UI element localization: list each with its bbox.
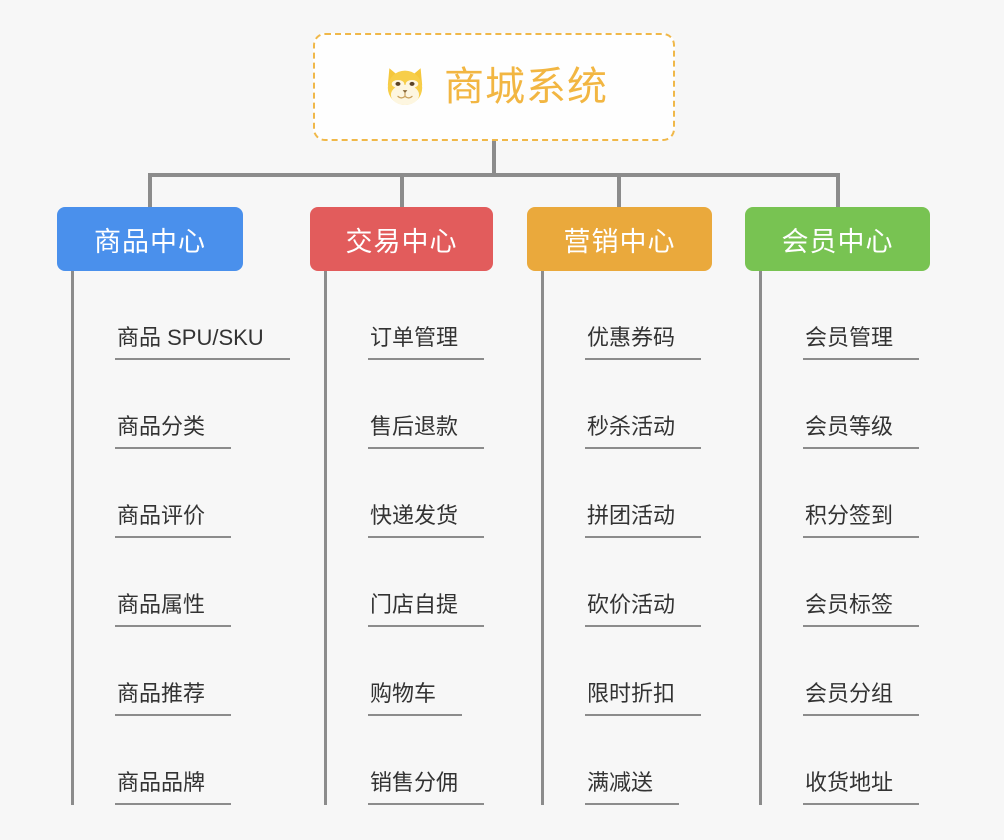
leaf-item-label: 商品属性 <box>115 594 232 627</box>
category-label: 会员中心 <box>781 226 894 257</box>
leaf-item-label: 会员标签 <box>803 594 920 627</box>
leaf-item[interactable]: 会员标签 <box>759 538 920 627</box>
leaf-item-label: 商品推荐 <box>115 683 232 716</box>
leaf-item-label: 订单管理 <box>368 327 485 360</box>
leaf-item[interactable]: 商品属性 <box>71 538 290 627</box>
leaf-item[interactable]: 商品品牌 <box>71 716 290 805</box>
leaf-item[interactable]: 商品分类 <box>71 360 290 449</box>
leaf-column-4: 会员管理会员等级积分签到会员标签会员分组收货地址 <box>759 271 920 805</box>
leaf-item-label: 销售分佣 <box>368 772 485 805</box>
leaf-item[interactable]: 满减送 <box>541 716 701 805</box>
leaf-item-label: 满减送 <box>585 772 680 805</box>
category-box-4[interactable]: 会员中心 <box>745 207 930 271</box>
leaf-item-label: 售后退款 <box>368 416 485 449</box>
leaf-item[interactable]: 会员等级 <box>759 360 920 449</box>
leaf-item-label: 购物车 <box>368 683 463 716</box>
connector-branch-1 <box>148 173 152 207</box>
leaf-item[interactable]: 商品推荐 <box>71 627 290 716</box>
leaf-trunk <box>759 271 762 805</box>
leaf-item[interactable]: 会员分组 <box>759 627 920 716</box>
leaf-item-label: 秒杀活动 <box>585 416 702 449</box>
category-label: 营销中心 <box>563 226 676 257</box>
leaf-item-label: 优惠券码 <box>585 327 702 360</box>
leaf-item[interactable]: 销售分佣 <box>324 716 485 805</box>
leaf-item[interactable]: 限时折扣 <box>541 627 702 716</box>
leaf-item[interactable]: 积分签到 <box>759 449 920 538</box>
leaf-item[interactable]: 购物车 <box>324 627 484 716</box>
leaf-item[interactable]: 门店自提 <box>324 538 485 627</box>
leaf-item[interactable]: 商品 SPU/SKU <box>71 271 290 360</box>
category-label: 交易中心 <box>345 226 458 257</box>
leaf-item-label: 门店自提 <box>368 594 485 627</box>
leaf-item[interactable]: 商品评价 <box>71 449 290 538</box>
leaf-item-label: 商品评价 <box>115 505 232 538</box>
leaf-item-label: 会员等级 <box>803 416 920 449</box>
root-title: 商城系统 <box>444 65 608 109</box>
leaf-item-label: 商品分类 <box>115 416 232 449</box>
connector-root-stem <box>492 141 496 175</box>
leaf-item-label: 商品品牌 <box>115 772 232 805</box>
category-label: 商品中心 <box>94 226 206 257</box>
leaf-trunk <box>324 271 327 805</box>
leaf-item-label: 会员分组 <box>803 683 920 716</box>
category-box-1[interactable]: 商品中心 <box>57 207 243 271</box>
leaf-item[interactable]: 优惠券码 <box>541 271 702 360</box>
connector-branch-4 <box>836 173 840 207</box>
leaf-column-2: 订单管理售后退款快递发货门店自提购物车销售分佣 <box>324 271 485 805</box>
leaf-item-label: 收货地址 <box>803 772 920 805</box>
connector-horizontal-rail <box>150 173 840 177</box>
root-node[interactable]: 商城系统 <box>313 33 675 141</box>
connector-branch-2 <box>400 173 404 207</box>
leaf-item[interactable]: 收货地址 <box>759 716 920 805</box>
leaf-item[interactable]: 拼团活动 <box>541 449 702 538</box>
leaf-item[interactable]: 订单管理 <box>324 271 485 360</box>
leaf-item-label: 砍价活动 <box>585 594 702 627</box>
leaf-item-label: 快递发货 <box>368 505 485 538</box>
leaf-item[interactable]: 秒杀活动 <box>541 360 702 449</box>
leaf-column-1: 商品 SPU/SKU 商品分类商品评价商品属性商品推荐商品品牌 <box>71 271 290 805</box>
category-box-3[interactable]: 营销中心 <box>527 207 712 271</box>
leaf-item[interactable]: 售后退款 <box>324 360 485 449</box>
category-box-2[interactable]: 交易中心 <box>310 207 493 271</box>
leaf-item-label: 积分签到 <box>803 505 920 538</box>
shiba-dog-face-icon <box>380 62 430 112</box>
leaf-item-label: 拼团活动 <box>585 505 702 538</box>
connector-branch-3 <box>617 173 621 207</box>
leaf-item[interactable]: 快递发货 <box>324 449 485 538</box>
leaf-trunk <box>71 271 74 805</box>
leaf-item-label: 商品 SPU/SKU <box>115 327 290 360</box>
leaf-item[interactable]: 砍价活动 <box>541 538 702 627</box>
leaf-item-label: 会员管理 <box>803 327 920 360</box>
leaf-column-3: 优惠券码秒杀活动拼团活动砍价活动限时折扣满减送 <box>541 271 702 805</box>
leaf-item[interactable]: 会员管理 <box>759 271 920 360</box>
leaf-item-label: 限时折扣 <box>585 683 702 716</box>
leaf-trunk <box>541 271 544 805</box>
